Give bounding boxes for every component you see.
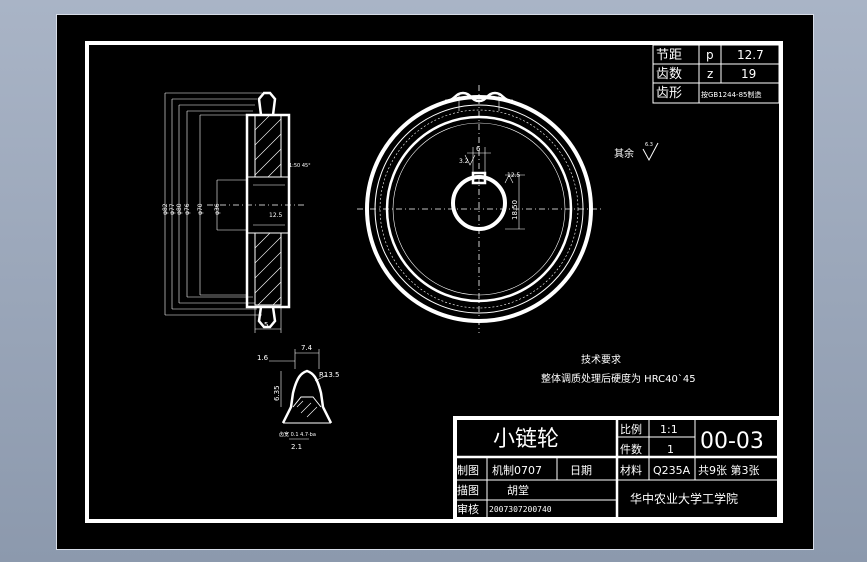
- traced-label: 描图: [457, 483, 479, 497]
- side-section-view: φ82 φ77 φ80 φ76 φ70 φ36 5 12.5 1:50 45°: [162, 91, 311, 333]
- param-profile-value: 按GB1244-85制造: [701, 90, 761, 99]
- parameter-table: 节距 p 12.7 齿数 z 19 齿形 按GB1244-85制造: [652, 44, 780, 104]
- dim-tooth-bottom: 2.1: [291, 443, 302, 451]
- quantity-value: 1: [667, 443, 674, 456]
- drawn-by: 机制0707: [492, 463, 542, 477]
- technical-requirements: 技术要求 整体调质处理后硬度为 HRC40`45: [541, 353, 696, 385]
- side-tolerance-note: 1:50 45°: [289, 163, 311, 169]
- dim-diameter-3: φ80: [176, 203, 183, 215]
- dim-diameter-4: φ76: [184, 203, 191, 215]
- date-label: 日期: [570, 464, 592, 477]
- drawing-sheet: 节距 p 12.7 齿数 z 19 齿形 按GB1244-85制造: [56, 14, 814, 550]
- checked-label: 审核: [457, 502, 479, 516]
- tooth-bottom-note: 齿宽 0.1 4.7·ba: [279, 431, 316, 438]
- scale-value: 1:1: [660, 423, 678, 436]
- material-value: Q235A: [653, 464, 691, 477]
- side-roughness-a: 12.5: [269, 212, 283, 219]
- dim-keyway-width: 6: [476, 145, 481, 153]
- drawn-label: 制图: [457, 464, 479, 477]
- dim-diameter-2: φ77: [169, 203, 176, 215]
- dim-keyway-depth: 18.50: [511, 200, 519, 220]
- param-pitch-value: 12.7: [737, 48, 764, 62]
- sheet-count: 共9张 第3张: [698, 463, 760, 477]
- tech-req-title: 技术要求: [581, 353, 621, 366]
- title-block: 小链轮 比例 1:1 件数 1 00-03 制图 机制0707 日期 材料 Q2…: [453, 416, 781, 521]
- param-teeth-label: 齿数: [656, 67, 682, 82]
- drawing-canvas: 节距 p 12.7 齿数 z 19 齿形 按GB1244-85制造: [85, 41, 783, 523]
- part-name: 小链轮: [493, 427, 559, 452]
- param-profile-label: 齿形: [656, 86, 682, 101]
- tooth-profile-detail: 7.4 1.6 6.35 R13.5 齿宽 0.1 4.7·ba 2.1: [257, 344, 339, 451]
- checked-by: 2007307200740: [489, 505, 552, 514]
- school-name: 华中农业大学工学院: [630, 491, 738, 506]
- material-label: 材料: [620, 463, 642, 477]
- param-pitch-label: 节距: [656, 48, 682, 63]
- dim-tooth-radius: R13.5: [319, 371, 339, 379]
- param-pitch-symbol: p: [706, 48, 714, 62]
- drawing-number: 00-03: [700, 429, 764, 454]
- dim-tooth-top: 7.4: [301, 344, 313, 352]
- remainder-label: 其余: [614, 147, 634, 160]
- dim-tooth-left: 1.6: [257, 354, 269, 362]
- scale-label: 比例: [620, 422, 642, 436]
- keyway-roughness: 3.2: [459, 158, 469, 165]
- remainder-roughness: 其余 6.3: [614, 142, 659, 162]
- traced-by: 胡堂: [507, 483, 529, 497]
- dim-tooth-height: 6.35: [273, 385, 281, 401]
- drawing-border: [85, 41, 783, 523]
- remainder-value: 6.3: [645, 142, 653, 148]
- dim-diameter-1: φ82: [162, 203, 169, 215]
- param-teeth-symbol: z: [707, 67, 713, 81]
- dim-width: 5: [264, 321, 268, 329]
- bore-roughness: 12.5: [507, 172, 521, 179]
- dim-diameter-5: φ70: [197, 203, 204, 215]
- quantity-label: 件数: [620, 443, 642, 456]
- param-teeth-value: 19: [741, 67, 756, 81]
- dim-diameter-6: φ36: [214, 203, 221, 215]
- tech-req-text: 整体调质处理后硬度为 HRC40`45: [541, 372, 696, 385]
- front-view: 6 18.50 3.2 12.5: [357, 85, 602, 333]
